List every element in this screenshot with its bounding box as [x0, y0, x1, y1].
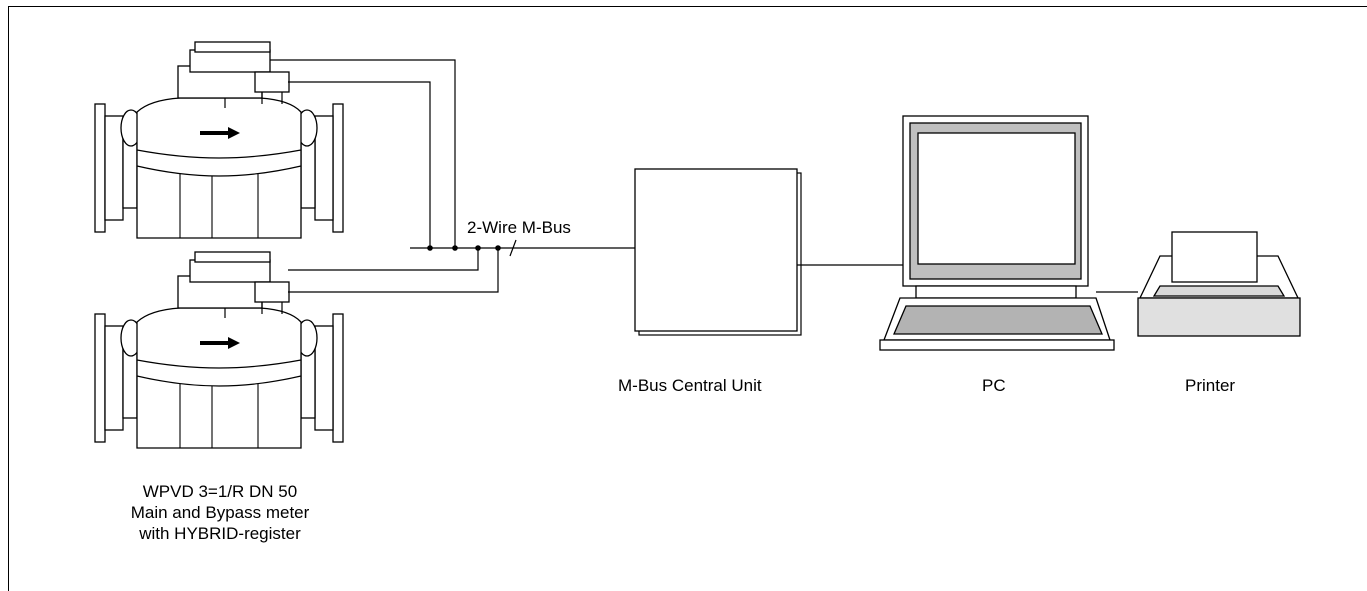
printer-device: [1137, 231, 1301, 337]
pc-label: PC: [982, 376, 1006, 395]
bypass-meter: [93, 250, 345, 450]
main-meter: [93, 40, 345, 240]
central-unit-box: [634, 168, 802, 336]
meter-caption-line2: Main and Bypass meter: [130, 503, 310, 522]
central-unit-label: M-Bus Central Unit: [618, 376, 762, 395]
meter-caption-line3: with HYBRID-register: [139, 524, 301, 543]
pc-computer: [879, 115, 1115, 351]
diagram-frame: [8, 6, 1367, 591]
bus-junctions: [427, 245, 501, 251]
bus-label: 2-Wire M-Bus: [467, 218, 571, 237]
printer-label: Printer: [1185, 376, 1236, 395]
meter-wiring: [270, 59, 635, 293]
meter-caption: WPVD 3=1/R DN 50 Main and Bypass meter w…: [90, 481, 350, 544]
meter-caption-line1: WPVD 3=1/R DN 50: [142, 482, 298, 501]
